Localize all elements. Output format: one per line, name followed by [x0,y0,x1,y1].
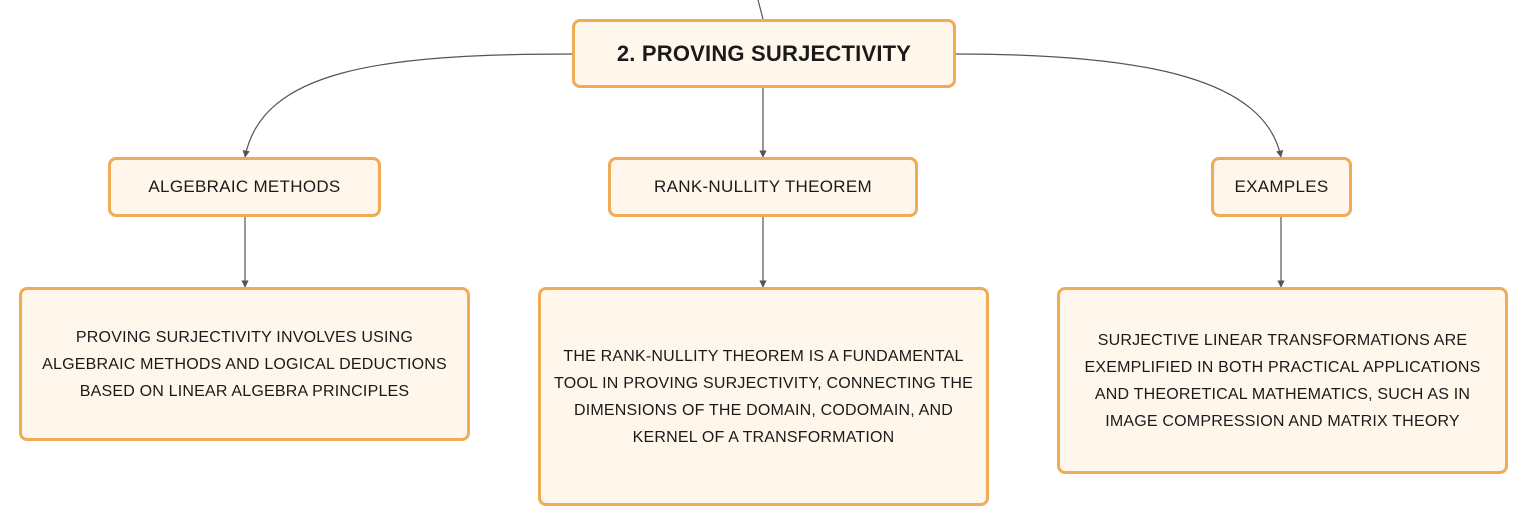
root-node[interactable]: 2. PROVING SURJECTIVITY [572,19,956,88]
detail-node-algebraic-methods[interactable]: PROVING SURJECTIVITY INVOLVES USING ALGE… [19,287,470,441]
branch-node-algebraic-methods[interactable]: ALGEBRAIC METHODS [108,157,381,217]
detail-node-rank-nullity-theorem[interactable]: THE RANK-NULLITY THEOREM IS A FUNDAMENTA… [538,287,989,506]
detail-node-examples[interactable]: SURJECTIVE LINEAR TRANSFORMATIONS ARE EX… [1057,287,1508,474]
branch-node-label: RANK-NULLITY THEOREM [654,177,872,196]
connector-root-to-algebraic-methods [242,53,573,158]
branch-node-examples[interactable]: EXAMPLES [1211,157,1352,217]
connector-parent-to-root [757,0,764,20]
detail-node-text: THE RANK-NULLITY THEOREM IS A FUNDAMENTA… [554,347,973,446]
root-node-label: 2. PROVING SURJECTIVITY [616,40,912,66]
detail-node-text: PROVING SURJECTIVITY INVOLVES USING ALGE… [42,328,447,400]
branch-node-label: EXAMPLES [1234,177,1329,196]
branch-node-label: ALGEBRAIC METHODS [148,177,341,196]
branch-node-rank-nullity-theorem[interactable]: RANK-NULLITY THEOREM [608,157,918,217]
detail-node-text: SURJECTIVE LINEAR TRANSFORMATIONS ARE EX… [1084,331,1481,430]
connector-root-to-examples [955,53,1284,158]
